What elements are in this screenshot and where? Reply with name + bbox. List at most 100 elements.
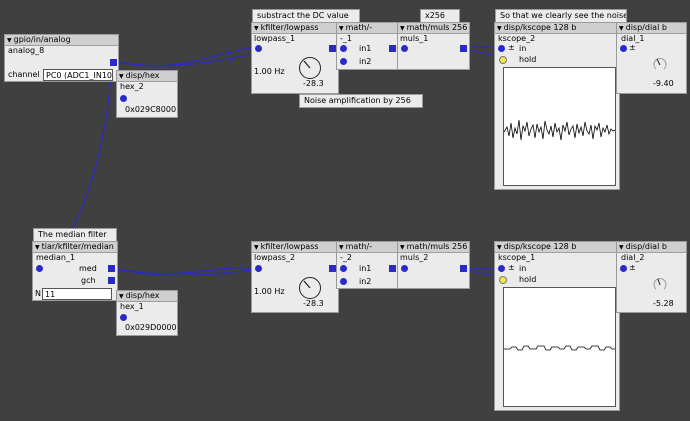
comment-x256[interactable]: x256 bbox=[420, 9, 460, 23]
object-header[interactable]: ▼tiar/kfilter/median bbox=[33, 242, 117, 253]
plus-minus-icon: ± bbox=[629, 263, 636, 272]
collapse-triangle-icon[interactable]: ▼ bbox=[619, 25, 624, 32]
object-minus-2[interactable]: ▼math/- -_2 in1 in2 bbox=[336, 241, 398, 289]
collapse-triangle-icon[interactable]: ▼ bbox=[619, 244, 624, 251]
object-header[interactable]: ▼math/- bbox=[337, 23, 397, 34]
input-pin-in2[interactable] bbox=[340, 58, 347, 65]
scope-display bbox=[503, 67, 616, 186]
knob-value: -28.3 bbox=[303, 299, 324, 308]
object-header[interactable]: ▼math/muls 256 bbox=[398, 23, 469, 34]
comment-median-filter[interactable]: The median filter bbox=[33, 228, 117, 242]
scope-trace bbox=[503, 119, 616, 141]
input-pin[interactable] bbox=[498, 45, 505, 52]
comment-noise-see[interactable]: So that we clearly see the noise bbox=[495, 9, 627, 23]
input-pin[interactable] bbox=[620, 265, 627, 272]
instance-name: lowpass_1 bbox=[254, 34, 296, 43]
collapse-triangle-icon[interactable]: ▼ bbox=[254, 25, 259, 32]
object-kscope-2[interactable]: ▼disp/kscope 128 b kscope_2 ± in hold bbox=[494, 22, 620, 190]
input-pin[interactable] bbox=[120, 314, 127, 321]
collapse-triangle-icon[interactable]: ▼ bbox=[497, 25, 502, 32]
collapse-triangle-icon[interactable]: ▼ bbox=[119, 73, 124, 80]
collapse-triangle-icon[interactable]: ▼ bbox=[35, 244, 40, 251]
output-pin[interactable] bbox=[329, 265, 336, 272]
object-type: kfilter/lowpass bbox=[260, 242, 319, 251]
collapse-triangle-icon[interactable]: ▼ bbox=[254, 244, 259, 251]
output-pin[interactable] bbox=[389, 45, 396, 52]
knob-indicator-icon bbox=[303, 280, 311, 289]
output-pin-gch[interactable] bbox=[108, 277, 115, 284]
object-muls-2[interactable]: ▼math/muls 256 muls_2 bbox=[397, 241, 470, 289]
knob-indicator-icon bbox=[303, 60, 311, 69]
collapse-triangle-icon[interactable]: ▼ bbox=[339, 25, 344, 32]
object-header[interactable]: ▼math/muls 256 bbox=[398, 242, 469, 253]
object-header[interactable]: ▼gpio/in/analog bbox=[5, 35, 118, 46]
hold-toggle[interactable] bbox=[499, 276, 507, 284]
plus-minus-icon: ± bbox=[508, 263, 515, 272]
object-lowpass-1[interactable]: ▼kfilter/lowpass lowpass_1 1.00 Hz -28.3 bbox=[251, 22, 339, 94]
object-type: math/- bbox=[345, 242, 373, 251]
collapse-triangle-icon[interactable]: ▼ bbox=[400, 25, 405, 32]
output-pin[interactable] bbox=[110, 59, 117, 66]
instance-name: muls_1 bbox=[400, 34, 429, 43]
in1-label: in1 bbox=[359, 44, 372, 53]
channel-select[interactable]: PC0 (ADC1_IN10) bbox=[43, 69, 113, 81]
dial-value: -5.28 bbox=[653, 299, 674, 308]
object-hex-1[interactable]: ▼disp/hex hex_1 0x029D0000 bbox=[116, 290, 178, 336]
comment-substract-dc[interactable]: substract the DC value bbox=[252, 9, 360, 23]
input-pin[interactable] bbox=[255, 265, 262, 272]
object-minus-1[interactable]: ▼math/- -_1 in1 in2 bbox=[336, 22, 398, 70]
instance-name: muls_2 bbox=[400, 253, 429, 262]
object-median-1[interactable]: ▼tiar/kfilter/median median_1 med gch N … bbox=[32, 241, 118, 301]
hold-toggle[interactable] bbox=[499, 56, 507, 64]
object-dial-2[interactable]: ▼disp/dial b dial_2 ± -5.28 bbox=[616, 241, 687, 313]
input-pin-in1[interactable] bbox=[340, 45, 347, 52]
output-pin[interactable] bbox=[329, 45, 336, 52]
object-dial-1[interactable]: ▼disp/dial b dial_1 ± -9.40 bbox=[616, 22, 687, 94]
collapse-triangle-icon[interactable]: ▼ bbox=[497, 244, 502, 251]
input-pin[interactable] bbox=[36, 265, 43, 272]
knob-value: -28.3 bbox=[303, 79, 324, 88]
collapse-triangle-icon[interactable]: ▼ bbox=[7, 37, 12, 44]
instance-name: kscope_1 bbox=[498, 253, 536, 262]
input-pin[interactable] bbox=[498, 265, 505, 272]
output-pin[interactable] bbox=[460, 265, 467, 272]
object-header[interactable]: ▼math/- bbox=[337, 242, 397, 253]
object-type: disp/kscope 128 b bbox=[503, 242, 577, 251]
input-pin[interactable] bbox=[620, 45, 627, 52]
hold-label: hold bbox=[519, 55, 537, 64]
input-pin[interactable] bbox=[401, 265, 408, 272]
frequency-knob[interactable] bbox=[299, 57, 321, 79]
object-header[interactable]: ▼disp/dial b bbox=[617, 242, 686, 253]
object-header[interactable]: ▼disp/dial b bbox=[617, 23, 686, 34]
object-header[interactable]: ▼disp/hex bbox=[117, 71, 177, 82]
object-type: kfilter/lowpass bbox=[260, 23, 319, 32]
instance-name: dial_1 bbox=[621, 34, 645, 43]
object-header[interactable]: ▼kfilter/lowpass bbox=[252, 23, 338, 34]
comment-noise-amplification[interactable]: Noise amplification by 256 bbox=[299, 94, 423, 108]
input-pin-in1[interactable] bbox=[340, 265, 347, 272]
frequency-knob[interactable] bbox=[299, 277, 321, 299]
object-header[interactable]: ▼disp/hex bbox=[117, 291, 177, 302]
object-lowpass-2[interactable]: ▼kfilter/lowpass lowpass_2 1.00 Hz -28.3 bbox=[251, 241, 339, 313]
input-pin-in2[interactable] bbox=[340, 278, 347, 285]
output-pin[interactable] bbox=[389, 265, 396, 272]
instance-name: kscope_2 bbox=[498, 34, 536, 43]
n-select[interactable]: 11 bbox=[42, 288, 112, 300]
instance-name: lowpass_2 bbox=[254, 253, 296, 262]
object-header[interactable]: ▼disp/kscope 128 b bbox=[495, 242, 619, 253]
object-header[interactable]: ▼kfilter/lowpass bbox=[252, 242, 338, 253]
object-analog-8[interactable]: ▼gpio/in/analog analog_8 channel PC0 (AD… bbox=[4, 34, 119, 82]
object-hex-2[interactable]: ▼disp/hex hex_2 0x029C8000 bbox=[116, 70, 178, 118]
object-header[interactable]: ▼disp/kscope 128 b bbox=[495, 23, 619, 34]
output-pin-med[interactable] bbox=[108, 265, 115, 272]
collapse-triangle-icon[interactable]: ▼ bbox=[119, 293, 124, 300]
instance-name: -_1 bbox=[340, 34, 352, 43]
input-pin[interactable] bbox=[120, 95, 127, 102]
output-pin[interactable] bbox=[460, 45, 467, 52]
collapse-triangle-icon[interactable]: ▼ bbox=[400, 244, 405, 251]
object-kscope-1[interactable]: ▼disp/kscope 128 b kscope_1 ± in hold bbox=[494, 241, 620, 411]
input-pin[interactable] bbox=[255, 45, 262, 52]
input-pin[interactable] bbox=[401, 45, 408, 52]
object-muls-1[interactable]: ▼math/muls 256 muls_1 bbox=[397, 22, 470, 70]
collapse-triangle-icon[interactable]: ▼ bbox=[339, 244, 344, 251]
